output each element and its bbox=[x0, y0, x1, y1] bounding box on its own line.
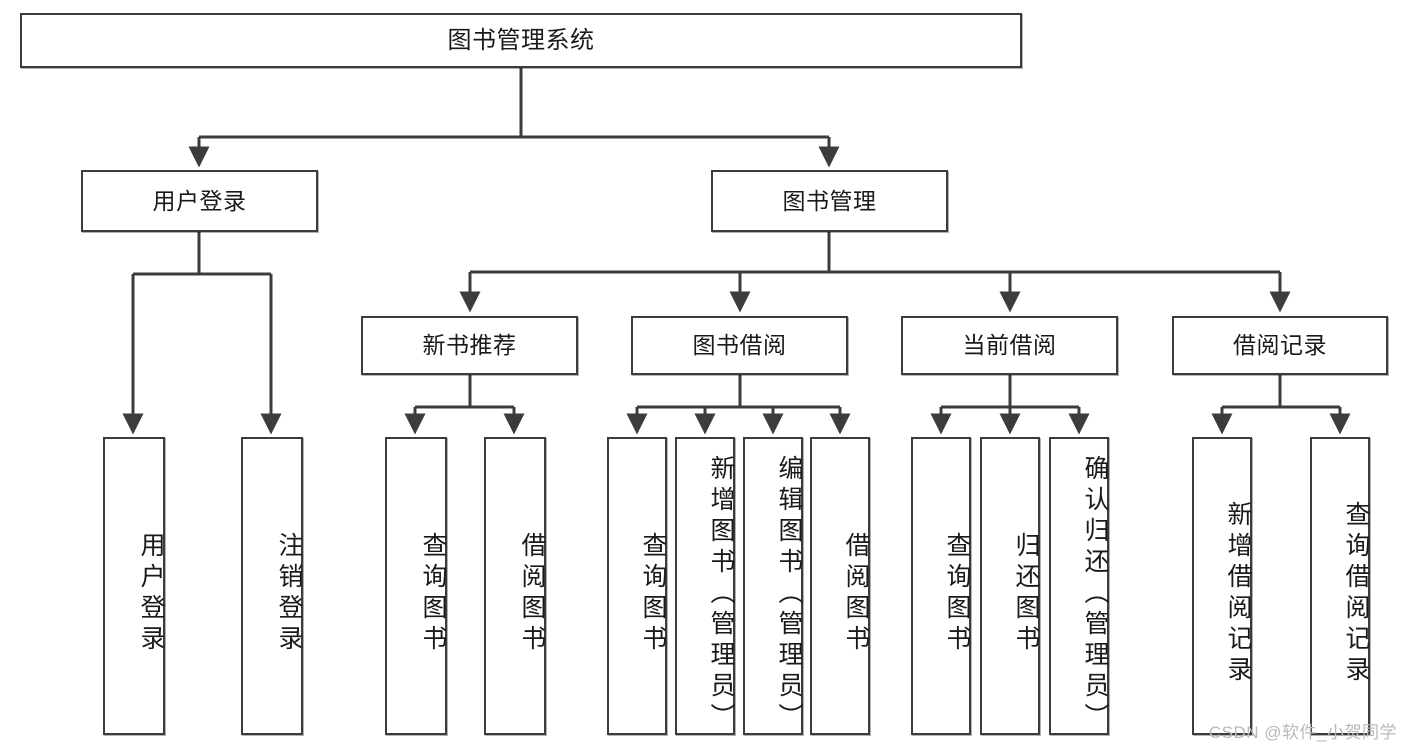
node-label: 图书管理系统 bbox=[447, 26, 595, 54]
node-leaf-query-book-3[interactable]: 查询图书 bbox=[911, 437, 971, 735]
node-label: 新增借阅记录 bbox=[1224, 501, 1252, 687]
node-root-book-management-system[interactable]: 图书管理系统 bbox=[20, 13, 1022, 68]
node-book-borrow[interactable]: 图书借阅 bbox=[631, 316, 848, 375]
node-label: 当前借阅 bbox=[962, 332, 1057, 359]
node-leaf-query-book-1[interactable]: 查询图书 bbox=[385, 437, 447, 735]
node-label: 用户登录 bbox=[137, 532, 165, 656]
node-label: 查询借阅记录 bbox=[1342, 501, 1370, 687]
node-current-borrow[interactable]: 当前借阅 bbox=[901, 316, 1118, 375]
node-new-book-recommend[interactable]: 新书推荐 bbox=[361, 316, 578, 375]
node-leaf-query-record[interactable]: 查询借阅记录 bbox=[1310, 437, 1370, 735]
node-label: 查询图书 bbox=[639, 532, 667, 656]
node-label: 查询图书 bbox=[943, 532, 971, 656]
node-borrow-record[interactable]: 借阅记录 bbox=[1172, 316, 1388, 375]
node-user-login[interactable]: 用户登录 bbox=[81, 170, 318, 232]
node-leaf-borrow-book-1[interactable]: 借阅图书 bbox=[484, 437, 546, 735]
node-leaf-confirm-return[interactable]: 确认归还（管理员） bbox=[1049, 437, 1109, 735]
node-label: 归还图书 bbox=[1012, 532, 1040, 656]
node-leaf-edit-book[interactable]: 编辑图书（管理员） bbox=[743, 437, 803, 735]
node-label: 图书管理 bbox=[782, 187, 877, 214]
node-label: 用户登录 bbox=[152, 187, 247, 214]
node-leaf-query-book-2[interactable]: 查询图书 bbox=[607, 437, 667, 735]
node-label: 借阅图书 bbox=[842, 532, 870, 656]
node-leaf-borrow-book-2[interactable]: 借阅图书 bbox=[810, 437, 870, 735]
node-label: 新增图书（管理员） bbox=[707, 455, 735, 734]
node-label: 查询图书 bbox=[419, 532, 447, 656]
node-label: 借阅记录 bbox=[1233, 332, 1327, 359]
node-leaf-add-record[interactable]: 新增借阅记录 bbox=[1192, 437, 1252, 735]
node-label: 新书推荐 bbox=[422, 332, 517, 359]
node-book-management[interactable]: 图书管理 bbox=[711, 170, 948, 232]
node-label: 图书借阅 bbox=[692, 332, 787, 359]
node-label: 编辑图书（管理员） bbox=[775, 455, 803, 734]
node-label: 确认归还（管理员） bbox=[1081, 455, 1109, 734]
node-label: 注销登录 bbox=[275, 532, 303, 656]
node-label: 借阅图书 bbox=[518, 532, 546, 656]
node-leaf-user-login[interactable]: 用户登录 bbox=[103, 437, 165, 735]
node-leaf-return-book[interactable]: 归还图书 bbox=[980, 437, 1040, 735]
node-leaf-logout[interactable]: 注销登录 bbox=[241, 437, 303, 735]
node-leaf-add-book[interactable]: 新增图书（管理员） bbox=[675, 437, 735, 735]
